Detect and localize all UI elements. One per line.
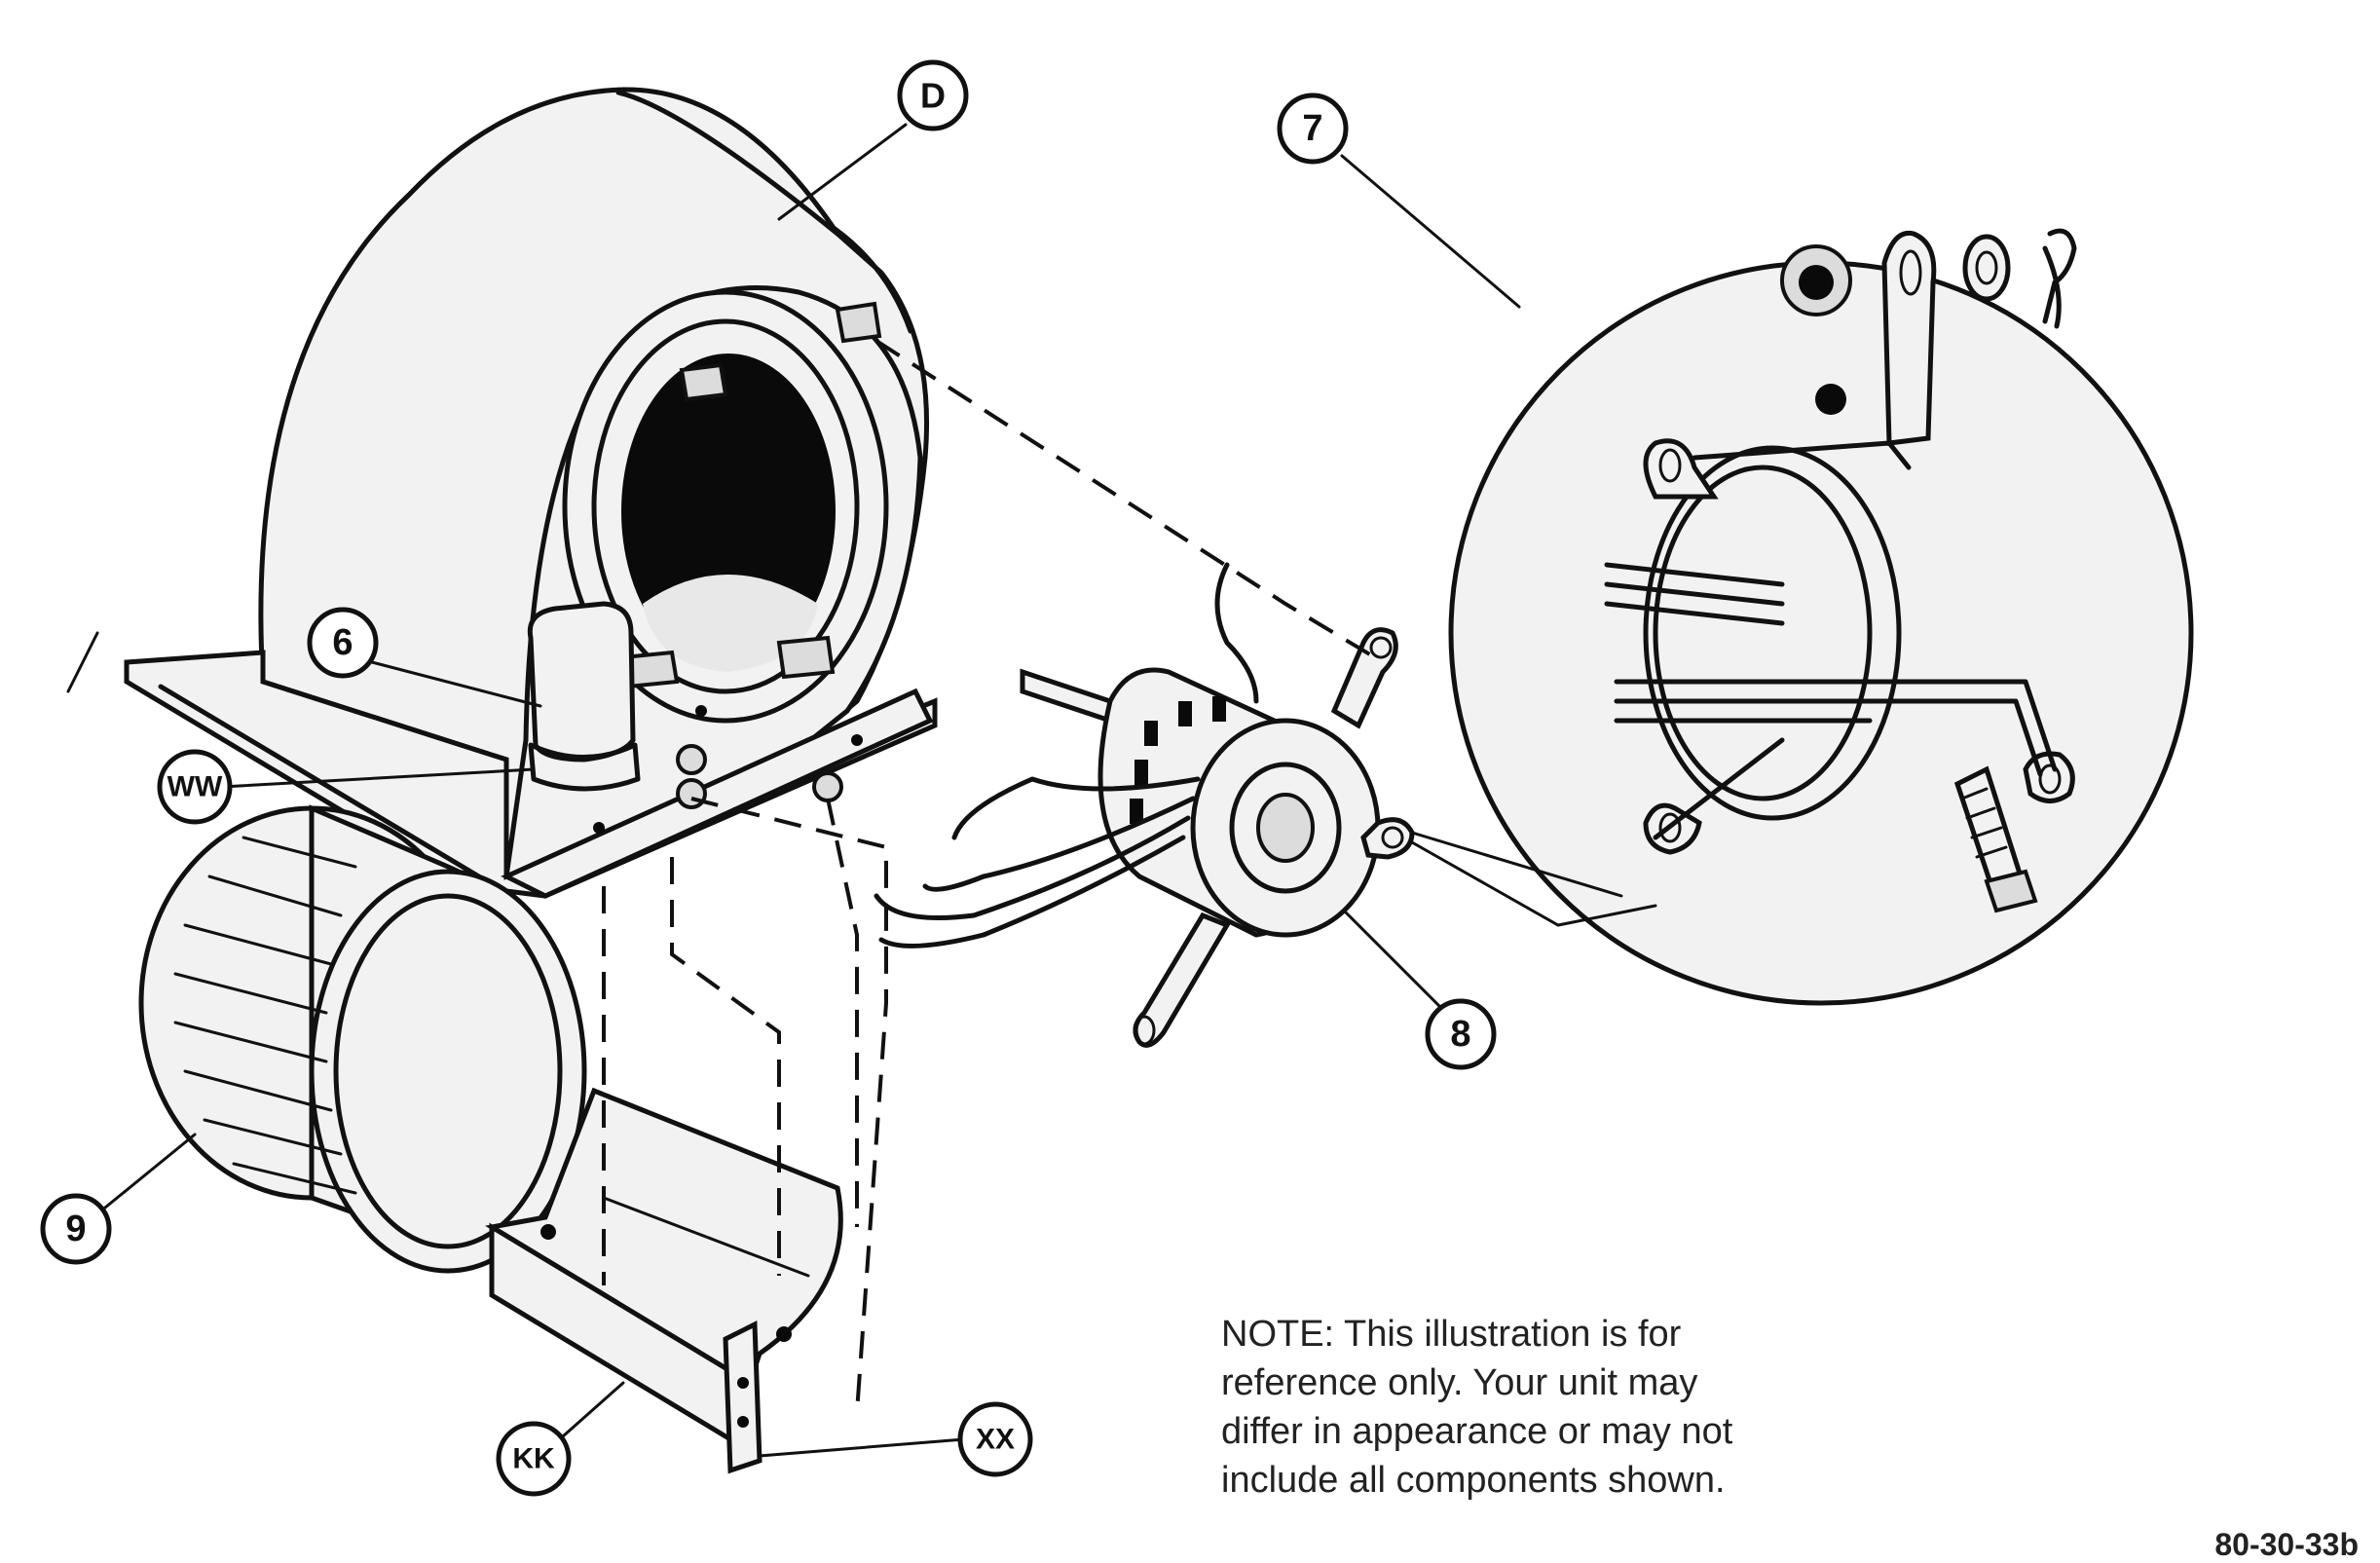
callout-ww: WW (157, 749, 233, 825)
callout-xx: XX (957, 1401, 1033, 1477)
reference-note: NOTE: This illustration is for reference… (1221, 1310, 1844, 1505)
blower-housing (258, 87, 930, 881)
svg-text:9: 9 (65, 1209, 86, 1249)
motor-band (1604, 438, 2075, 855)
svg-text:WW: WW (167, 771, 223, 803)
detail-circle (1448, 228, 2194, 1006)
callout-8: 8 (1425, 998, 1497, 1070)
cutoff-plate (485, 1087, 843, 1474)
blower-wheel (138, 804, 587, 1274)
figure-reference-number: 80-30-33b (2214, 1527, 2359, 1562)
callout-leader-lines (66, 123, 1521, 1458)
base-plate (124, 650, 938, 899)
svg-text:D: D (920, 76, 946, 116)
callout-9: 9 (40, 1193, 112, 1265)
callout-7: 7 (1277, 93, 1349, 165)
wheel-blades (173, 836, 357, 1195)
svg-text:XX: XX (976, 1424, 1015, 1456)
callout-kk: KK (496, 1421, 572, 1497)
note-line: NOTE: This illustration is for (1221, 1314, 1682, 1355)
detail-leader-lines (1410, 831, 1657, 927)
detail-screw (1953, 765, 2038, 913)
svg-text:KK: KK (512, 1443, 555, 1475)
note-line: include all components shown. (1221, 1460, 1726, 1501)
note-line: differ in appearance or may not (1221, 1411, 1733, 1452)
motor-vents (1130, 696, 1226, 824)
callout-d: D (897, 59, 969, 131)
svg-text:7: 7 (1302, 108, 1322, 149)
note-line: reference only. Your unit may (1221, 1362, 1698, 1403)
svg-text:6: 6 (332, 622, 353, 663)
capacitor (527, 601, 641, 792)
svg-text:8: 8 (1450, 1014, 1470, 1055)
motor-wires (874, 562, 1259, 949)
assembly-dashed-lines (602, 339, 1385, 1413)
blower-motor (874, 562, 1415, 1048)
detail-hardware (1780, 228, 2077, 446)
callout-6: 6 (307, 607, 379, 679)
